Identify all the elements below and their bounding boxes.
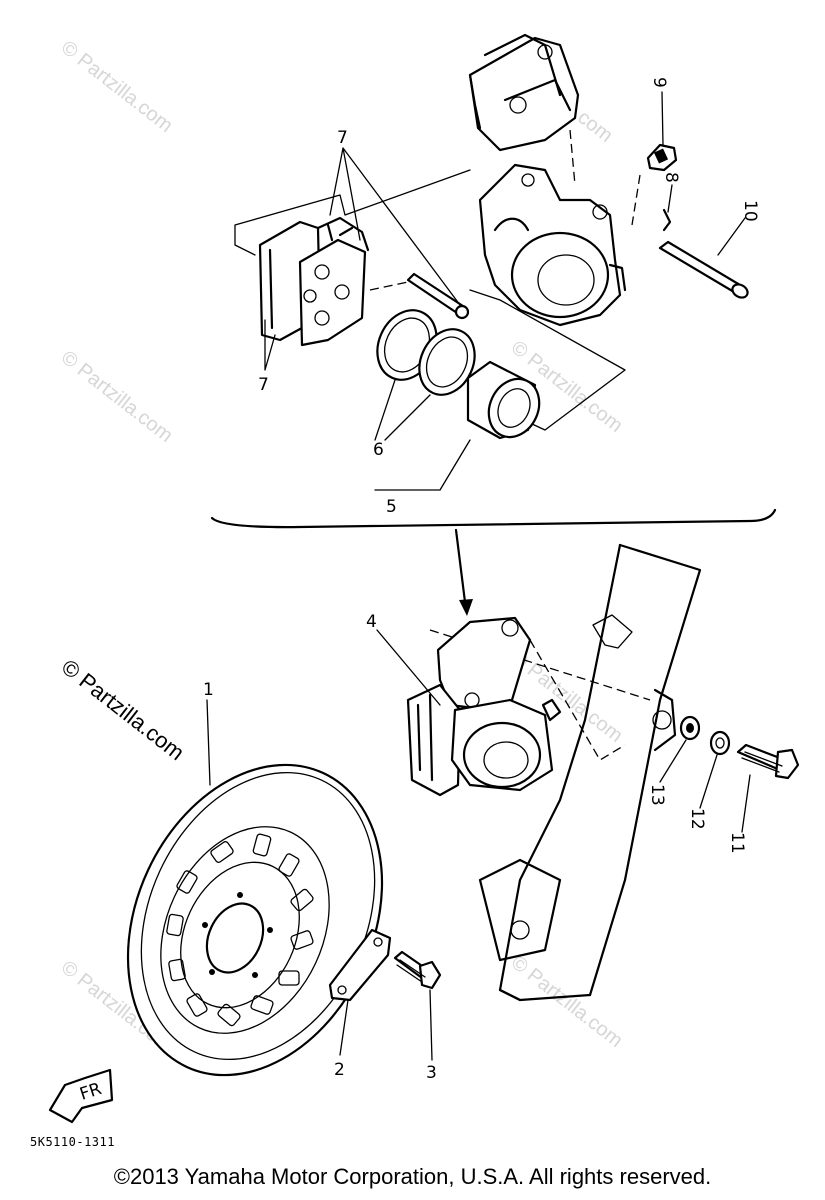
leader-line <box>329 147 461 306</box>
callout-1: 1 <box>203 680 214 700</box>
drawing-code: 5K5110-1311 <box>30 1135 115 1149</box>
watermark: © Partzilla.com <box>507 952 627 1052</box>
leader-line <box>741 774 751 833</box>
callout-13: 13 <box>647 784 667 806</box>
caliper-body-upper <box>478 163 627 327</box>
piston <box>466 360 541 440</box>
callout-11: 11 <box>727 832 747 854</box>
callout-6: 6 <box>373 440 384 460</box>
pin-clip <box>662 208 672 232</box>
callout-4: 4 <box>366 612 377 632</box>
leader-line <box>659 739 687 783</box>
callout-7-bottom: 7 <box>258 375 269 395</box>
fork-leg <box>429 543 702 1002</box>
watermark: © Partzilla.com <box>57 37 177 137</box>
callout-7-top: 7 <box>337 128 348 148</box>
long-pin <box>658 240 749 299</box>
callout-10: 10 <box>740 200 760 222</box>
assembly-brace <box>210 508 777 529</box>
brake-pads <box>258 216 370 347</box>
caliper-assembly <box>406 616 562 797</box>
callout-3: 3 <box>426 1063 437 1083</box>
caliper-exploded-group <box>234 33 749 491</box>
bleed-screw <box>646 143 678 172</box>
lock-plate <box>328 928 392 1002</box>
callout-9: 9 <box>649 77 669 88</box>
leader-line <box>264 319 276 371</box>
leader-line <box>429 989 433 1061</box>
callout-8: 8 <box>661 172 681 183</box>
alignment-line <box>569 129 576 186</box>
callout-2: 2 <box>334 1060 345 1080</box>
leader-line <box>667 184 673 213</box>
leader-line <box>376 629 441 706</box>
leader-line <box>339 999 349 1056</box>
brake-disc <box>126 763 384 1077</box>
watermark: © Partzilla.com <box>57 347 177 447</box>
leader-line <box>699 754 718 809</box>
alignment-line <box>369 281 409 291</box>
leader-line <box>374 439 471 491</box>
disc-vent-holes <box>166 833 314 1027</box>
leader-line <box>206 699 211 786</box>
disc-bolt <box>393 950 442 990</box>
alignment-line <box>631 174 641 226</box>
leader-line <box>661 91 664 146</box>
arrow-head <box>459 599 473 616</box>
caliper-bracket-upper <box>468 33 580 152</box>
assembly-arrow <box>454 528 468 612</box>
pad-pin <box>406 272 470 320</box>
callout-labels: 1 2 3 4 5 6 7 7 8 9 10 11 12 13 <box>203 77 760 1083</box>
copyright-notice: ©2013 Yamaha Motor Corporation, U.S.A. A… <box>113 1164 712 1189</box>
callout-12: 12 <box>687 808 707 830</box>
callout-5: 5 <box>386 497 397 517</box>
mount-hardware <box>679 715 800 780</box>
piston-seals <box>376 309 476 396</box>
leader-line <box>717 217 746 256</box>
leader-line <box>374 379 431 441</box>
watermark-prominent: © Partzilla.com <box>57 654 189 765</box>
front-arrow-icon: FR <box>48 1068 114 1124</box>
